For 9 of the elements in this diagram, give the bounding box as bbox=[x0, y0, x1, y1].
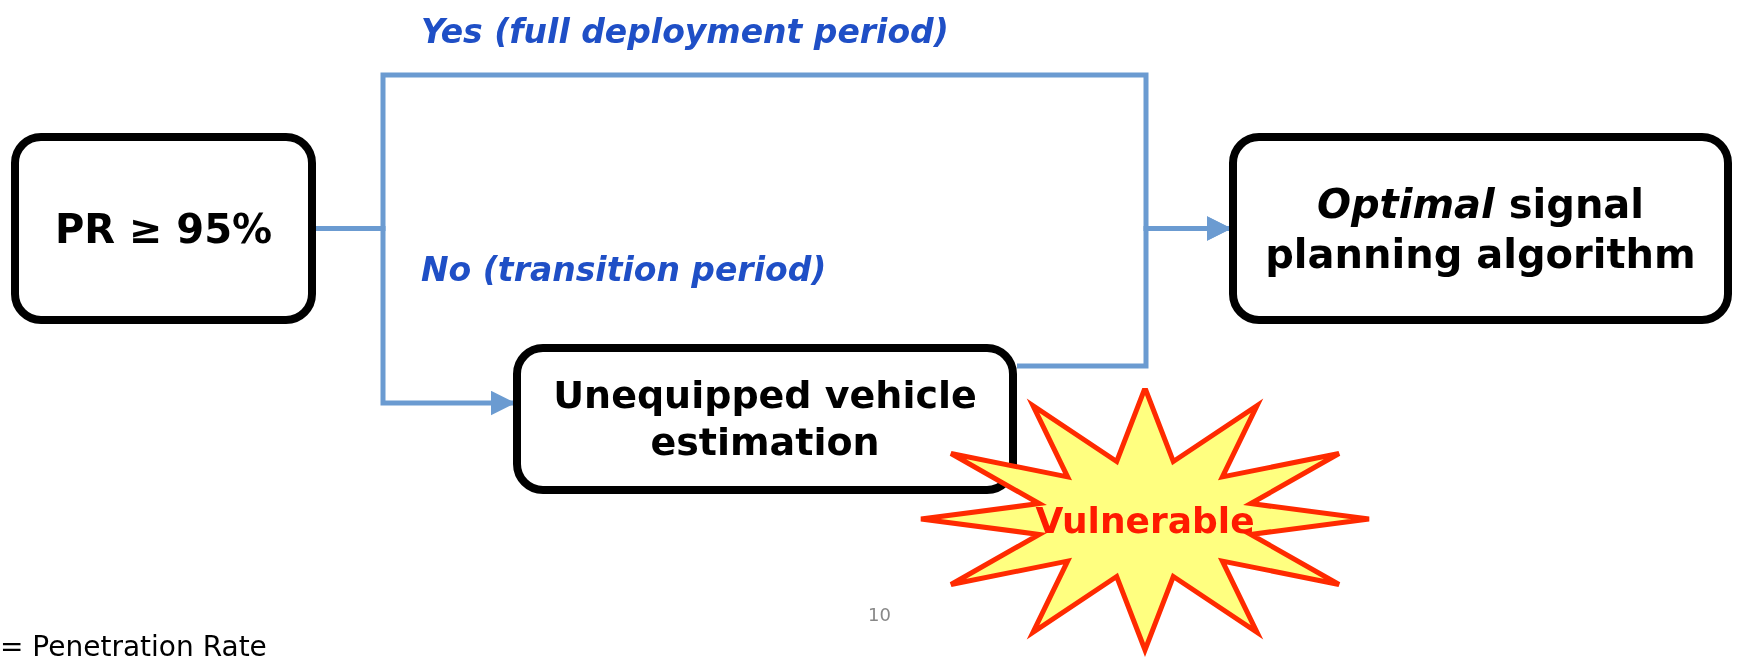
box-label: Optimal signal planning algorithm bbox=[1264, 179, 1697, 279]
process-box bbox=[11, 133, 316, 324]
box-label: PR ≥ 95% bbox=[53, 204, 274, 254]
footnote: = Penetration Rate bbox=[0, 630, 267, 663]
box-label: Unequipped vehicle estimation bbox=[552, 371, 978, 466]
page-number: 10 bbox=[868, 604, 891, 625]
callout-text: Vulnerable bbox=[1034, 498, 1256, 543]
process-box bbox=[513, 344, 1017, 494]
process-box bbox=[1229, 133, 1732, 324]
